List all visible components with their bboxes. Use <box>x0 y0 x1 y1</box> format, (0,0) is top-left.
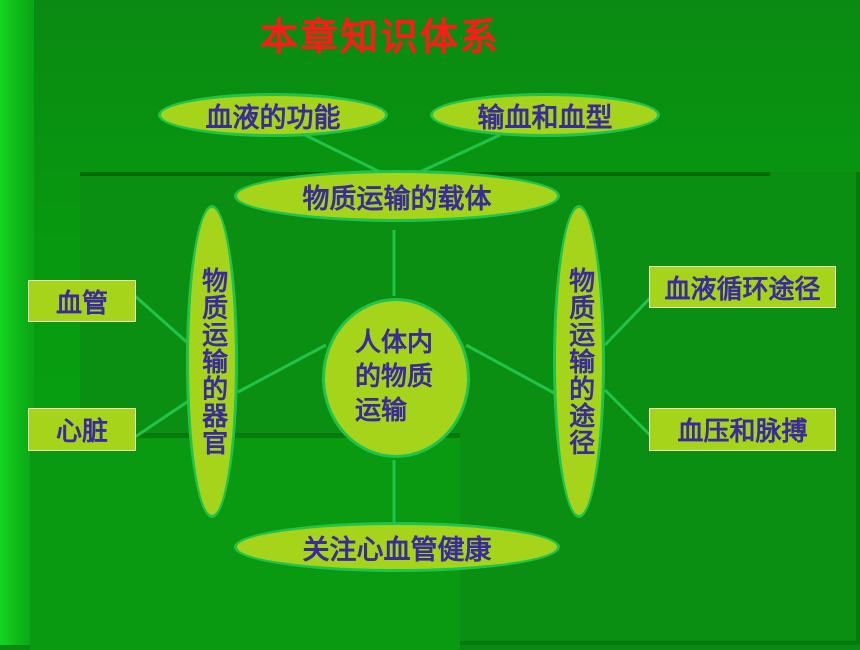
node-blood-function: 血液的功能 <box>158 93 388 137</box>
connector-center-right <box>465 343 557 396</box>
box-blood-pressure-pulse: 血压和脉搏 <box>649 408 836 451</box>
node-transfusion-blood-type: 输血和血型 <box>430 93 660 137</box>
node-transport-carrier: 物质运输的载体 <box>234 170 560 222</box>
slide-title: 本章知识体系 <box>259 14 500 59</box>
node-transport-organs: 物质运输的器官 <box>186 205 238 518</box>
connector-right-bottom-box <box>603 388 654 439</box>
connector-top-left <box>304 133 381 174</box>
connector-center-left <box>237 343 327 394</box>
node-center-human-transport: 人体内的物质运输 <box>322 298 470 458</box>
background-strip-left <box>0 0 34 645</box>
connector-left-top-box <box>134 294 191 347</box>
connector-top-right <box>419 133 501 174</box>
node-cardiovascular-health: 关注心血管健康 <box>234 522 560 572</box>
box-heart: 心脏 <box>28 408 136 451</box>
connector-left-bottom-box <box>134 398 191 439</box>
box-blood-vessels: 血管 <box>28 280 136 322</box>
connector-right-top-box <box>603 294 654 347</box>
center-label: 人体内的物质运输 <box>355 328 434 426</box>
node-transport-pathways: 物质运输的途径 <box>553 205 605 518</box>
box-blood-circulation: 血液循环途径 <box>649 266 836 308</box>
